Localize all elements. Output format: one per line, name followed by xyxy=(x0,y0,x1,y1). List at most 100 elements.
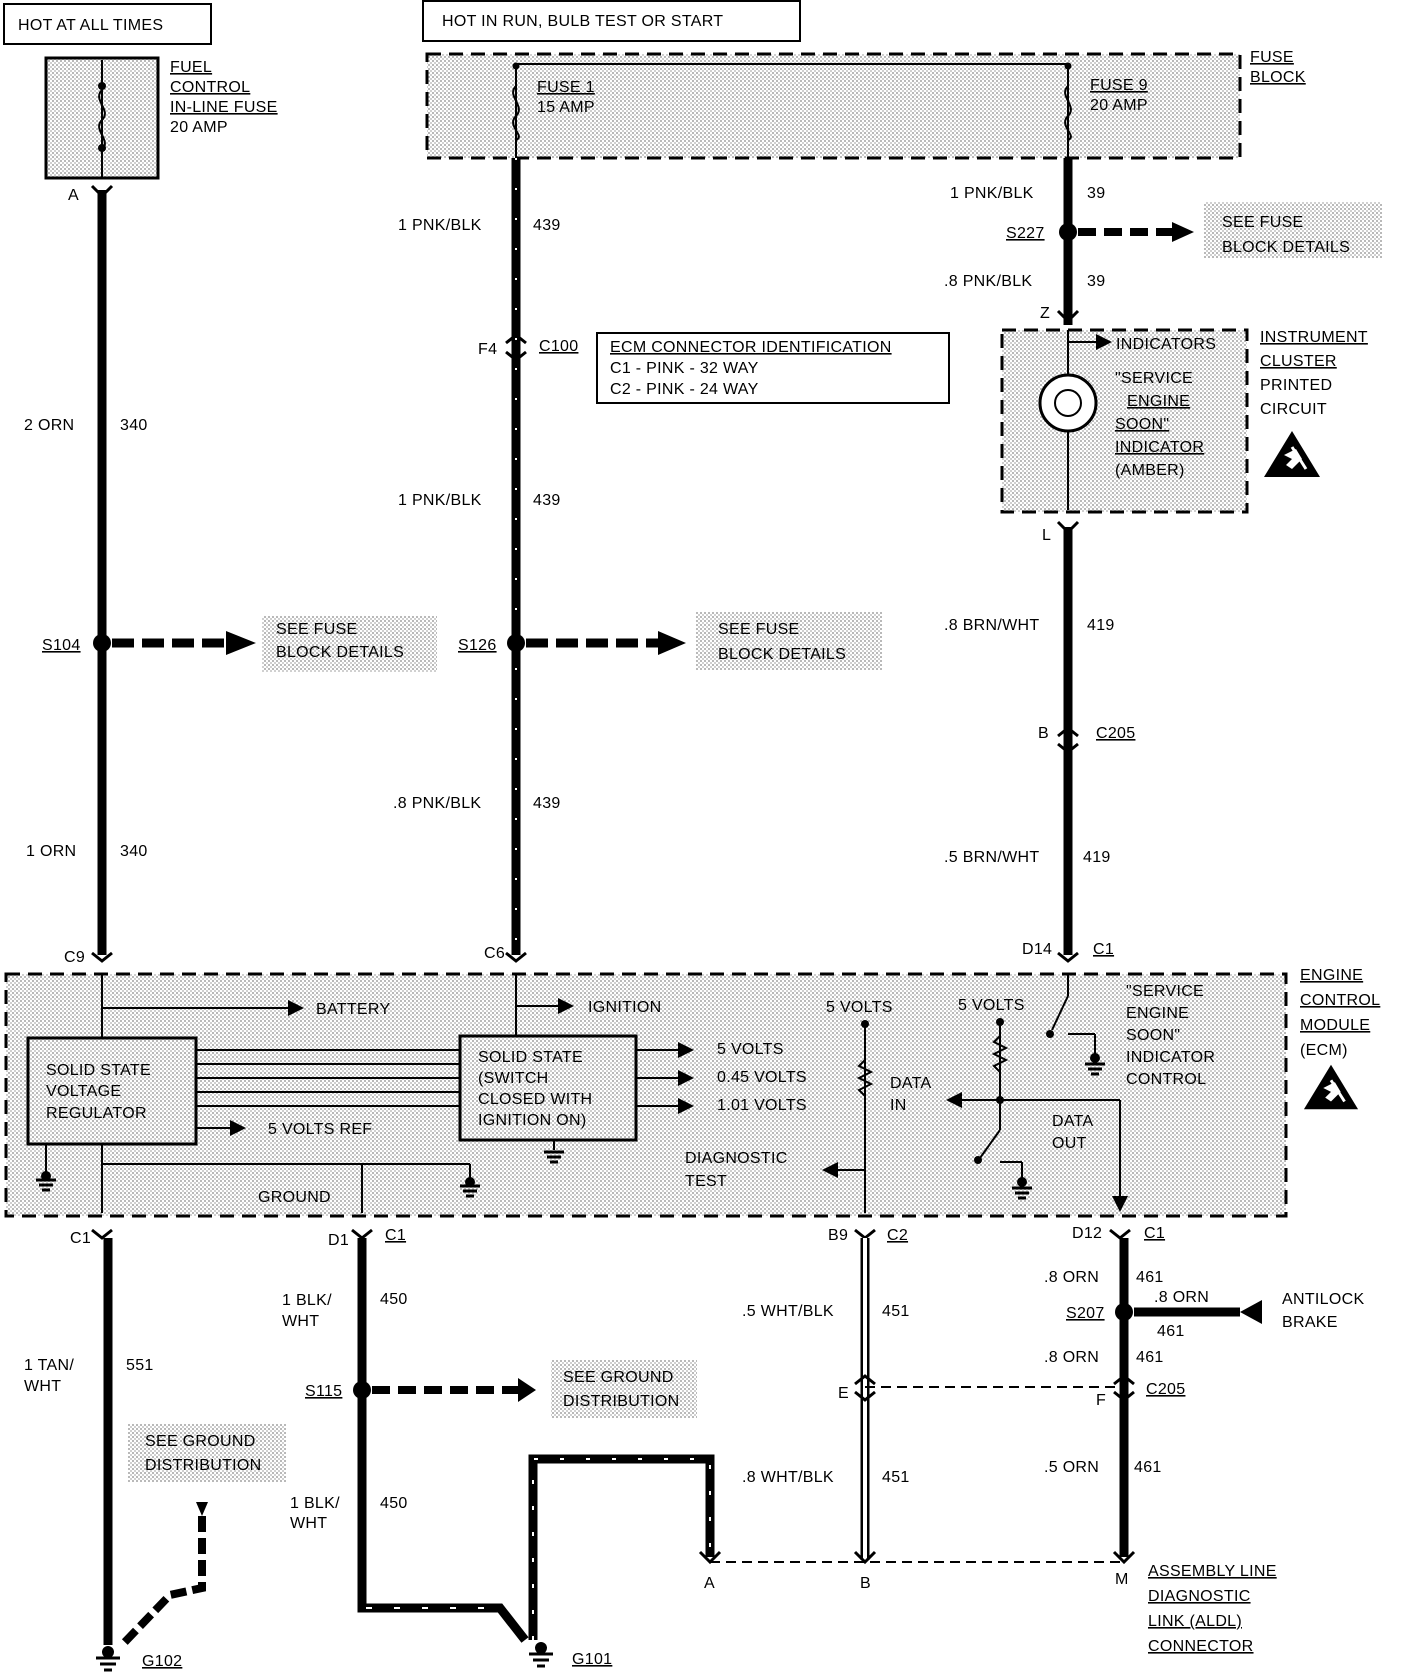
see-fuse-3-line2: BLOCK DETAILS xyxy=(718,646,846,663)
data-in-1: DATA xyxy=(890,1075,932,1092)
pin-b9: B9 xyxy=(828,1227,848,1244)
wire-label-1orn: 1 ORN xyxy=(26,843,76,860)
splice-s104: S104 xyxy=(42,631,256,655)
see-fuse-3-line1: SEE FUSE xyxy=(718,621,800,638)
wire-label-brnwht-b: .5 BRN/WHT xyxy=(944,849,1039,866)
wire-num-419a: 419 xyxy=(1087,617,1115,634)
splice-s207: S207 .8 ORN 461 ANTILOCK BRAKE xyxy=(1066,1289,1364,1340)
aldl-pin-m: M xyxy=(1115,1571,1129,1588)
connector-c205-lower: E F C205 xyxy=(838,1374,1185,1409)
wire-num-461c: 461 xyxy=(1134,1459,1162,1476)
see-fuse-1-line2: BLOCK DETAILS xyxy=(1222,239,1350,256)
splice-s207-label: S207 xyxy=(1066,1305,1105,1322)
fuse9-amps: 20 AMP xyxy=(1090,97,1148,114)
v5-label-b: 5 VOLTS xyxy=(958,997,1025,1014)
hot-at-all-times-label: HOT AT ALL TIMES xyxy=(18,17,163,34)
wire-label-pnkblk-b: 1 PNK/BLK xyxy=(398,492,482,509)
wire-label-orn-a: .8 ORN xyxy=(1044,1269,1099,1286)
ground-branch-g102 xyxy=(119,1502,208,1648)
ecm-top-pins: C9 C6 D14 C1 xyxy=(64,941,1114,966)
wire-label-blkwht-b1: 1 BLK/ xyxy=(290,1495,340,1512)
ic-title-1: INSTRUMENT xyxy=(1260,329,1368,346)
diag-2: TEST xyxy=(685,1173,727,1190)
data-out-2: OUT xyxy=(1052,1135,1087,1152)
wire-num-451a: 451 xyxy=(882,1303,910,1320)
see-fuse-block-details-1: SEE FUSE BLOCK DETAILS xyxy=(1204,202,1382,258)
pin-f4: F4 xyxy=(478,341,497,358)
wire-label-orn-d: .8 ORN xyxy=(1154,1289,1209,1306)
pin-l: L xyxy=(1042,527,1051,544)
wire-label-pnkblk-e: .8 PNK/BLK xyxy=(944,273,1032,290)
wire-num-450a: 450 xyxy=(380,1291,408,1308)
connector-c100-label: C100 xyxy=(539,338,578,355)
pin-c2: C2 xyxy=(887,1227,908,1244)
see-fuse-block-details-2: SEE FUSE BLOCK DETAILS xyxy=(262,616,437,672)
see-ground-2-line2: DISTRIBUTION xyxy=(563,1393,680,1410)
output-5v: 5 VOLTS xyxy=(717,1041,784,1058)
wire-450: 1 BLK/ WHT 450 1 BLK/ WHT 450 xyxy=(282,1238,529,1643)
fuse-block-title-2: BLOCK xyxy=(1250,69,1306,86)
ecm-ignition-label: IGNITION xyxy=(588,999,662,1016)
fuse9-label: FUSE 9 xyxy=(1090,77,1148,94)
ses-lamp-1: "SERVICE xyxy=(1115,370,1193,387)
fuse1-label: FUSE 1 xyxy=(537,79,595,96)
switch-2: (SWITCH xyxy=(478,1070,549,1087)
wire-label-pnkblk-d: 1 PNK/BLK xyxy=(950,185,1034,202)
wire-num-461a: 461 xyxy=(1136,1269,1164,1286)
ses-lamp-4: INDICATOR xyxy=(1115,439,1204,456)
aldl-label-1: ASSEMBLY LINE xyxy=(1148,1563,1277,1580)
ses-control-3: SOON" xyxy=(1126,1027,1180,1044)
see-ground-1-line1: SEE GROUND xyxy=(145,1433,256,1450)
connector-c205b-label: C205 xyxy=(1146,1381,1185,1398)
esd-warning-icon-ecm xyxy=(1302,1063,1360,1111)
wire-num-39a: 39 xyxy=(1087,185,1105,202)
see-ground-distribution-1: SEE GROUND DISTRIBUTION xyxy=(128,1424,286,1482)
connector-c205-upper: B C205 xyxy=(1038,725,1135,754)
ecm-title-2: CONTROL xyxy=(1300,992,1380,1009)
antilock-1: ANTILOCK xyxy=(1282,1291,1364,1308)
wire-451: .5 WHT/BLK 451 .8 WHT/BLK 451 xyxy=(742,1238,910,1560)
ecm-module: BATTERY IGNITION SOLID STATE VOLTAGE REG… xyxy=(4,967,1380,1218)
pin-d12: D12 xyxy=(1072,1225,1102,1242)
wire-label-whtblk-b: .8 WHT/BLK xyxy=(742,1469,834,1486)
aldl-pin-a: A xyxy=(704,1575,715,1592)
connector-c100: F4 C100 xyxy=(478,333,578,362)
pin-f: F xyxy=(1096,1392,1106,1409)
ecm-connector-id-box: ECM CONNECTOR IDENTIFICATION C1 - PINK -… xyxy=(596,332,950,404)
indicators-label: INDICATORS xyxy=(1116,336,1216,353)
output-045v: 0.45 VOLTS xyxy=(717,1069,807,1086)
ground-g101: G101 xyxy=(529,1642,612,1668)
pin-c1-d12: C1 xyxy=(1144,1225,1165,1242)
wire-num-461d: 461 xyxy=(1157,1323,1185,1340)
ecm-ground-label: GROUND xyxy=(258,1189,331,1206)
inline-fuse-label-1: FUEL xyxy=(170,59,212,76)
wire-label-tanwht-2: WHT xyxy=(24,1378,61,1395)
splice-s126: S126 xyxy=(458,631,686,655)
switch-1: SOLID STATE xyxy=(478,1049,583,1066)
pin-c9: C9 xyxy=(64,949,85,966)
regulator-2: VOLTAGE xyxy=(46,1083,121,1100)
splice-s227-label: S227 xyxy=(1006,225,1045,242)
regulator-1: SOLID STATE xyxy=(46,1062,151,1079)
hot-at-all-times-box: HOT AT ALL TIMES xyxy=(3,3,212,45)
wire-label-orn-c: .5 ORN xyxy=(1044,1459,1099,1476)
pin-c6: C6 xyxy=(484,945,505,962)
aldl-label-4: CONNECTOR xyxy=(1148,1638,1254,1655)
wire-label-blkwht-a1: 1 BLK/ xyxy=(282,1292,332,1309)
see-fuse-block-details-3: SEE FUSE BLOCK DETAILS xyxy=(696,612,882,670)
wire-label-brnwht-a: .8 BRN/WHT xyxy=(944,617,1039,634)
connector-a-fuse: A xyxy=(68,184,114,204)
wire-label-blkwht-b2: WHT xyxy=(290,1515,327,1532)
fuse-block-title-1: FUSE xyxy=(1250,49,1294,66)
aldl-connector: A B M ASSEMBLY LINE DIAGNOSTIC LINK (ALD… xyxy=(698,1550,1277,1655)
data-out-1: DATA xyxy=(1052,1113,1094,1130)
aldl-pin-b: B xyxy=(860,1575,871,1592)
wire-num-439a: 439 xyxy=(533,217,561,234)
wire-551: 1 TAN/ WHT 551 xyxy=(24,1238,153,1645)
pin-b: B xyxy=(1038,725,1049,742)
splice-s227: S227 xyxy=(1006,222,1194,242)
wire-label-orn-b: .8 ORN xyxy=(1044,1349,1099,1366)
ecm-battery-label: BATTERY xyxy=(316,1001,390,1018)
pin-d14: D14 xyxy=(1022,941,1052,958)
